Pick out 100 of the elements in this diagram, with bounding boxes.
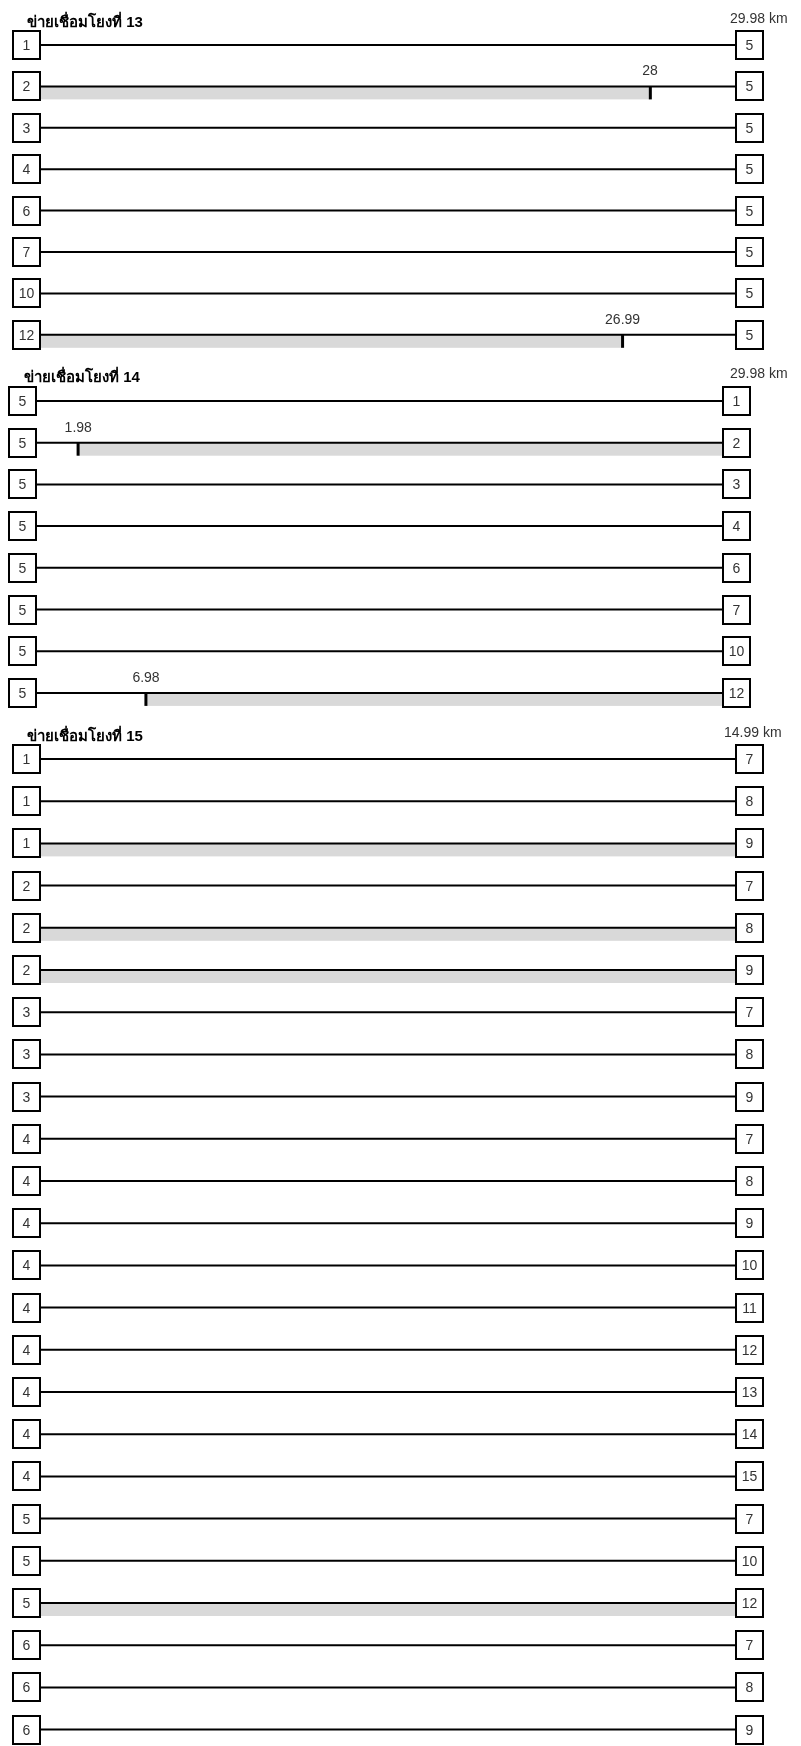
distance-label: 29.98 km <box>730 365 788 381</box>
connector-line <box>40 1559 736 1562</box>
connector-line <box>40 1728 736 1731</box>
number-box: 3 <box>12 997 41 1028</box>
number-box: 8 <box>735 1166 764 1196</box>
connector-line <box>36 608 723 611</box>
number-box: 4 <box>722 511 751 542</box>
connector-line <box>40 1264 736 1267</box>
connector-line <box>40 800 736 803</box>
edge-label: 6.98 <box>132 668 160 685</box>
connector-line <box>36 650 723 653</box>
number-box: 6 <box>722 552 751 583</box>
connector-line <box>36 691 723 694</box>
number-box: 9 <box>735 828 764 859</box>
number-box: 7 <box>722 594 751 625</box>
connector-line <box>40 292 736 295</box>
distance-label: 14.99 km <box>724 724 782 740</box>
connector-line <box>40 1433 736 1436</box>
number-box: 7 <box>12 237 41 267</box>
connector-line <box>36 400 723 402</box>
number-box: 7 <box>735 744 764 774</box>
connector-line <box>36 483 723 486</box>
connector-line <box>40 1475 736 1478</box>
connector-line <box>40 1517 736 1520</box>
number-box: 10 <box>735 1545 764 1576</box>
number-box: 6 <box>12 1630 41 1661</box>
edge-label: 1.98 <box>64 418 92 435</box>
connector-line <box>40 1391 736 1393</box>
number-box: 3 <box>722 469 751 500</box>
number-box: 5 <box>8 552 37 583</box>
number-box: 6 <box>12 195 41 226</box>
number-box: 4 <box>12 1377 41 1407</box>
number-box: 8 <box>735 912 764 943</box>
section-title: ข่ายเชื่อมโยงที่ 13 <box>27 10 143 32</box>
connector-line <box>40 1306 736 1309</box>
connector-line <box>40 926 736 929</box>
number-box: 3 <box>12 1039 41 1070</box>
number-box: 1 <box>722 386 751 416</box>
number-box: 8 <box>735 786 764 817</box>
number-box: 5 <box>8 469 37 500</box>
number-box: 5 <box>735 237 764 267</box>
number-box: 9 <box>735 955 764 985</box>
number-box: 12 <box>735 1588 764 1618</box>
section-title: ข่ายเชื่อมโยงที่ 15 <box>27 724 143 746</box>
connector-line <box>40 884 736 887</box>
number-box: 2 <box>12 870 41 901</box>
number-box: 4 <box>12 1123 41 1154</box>
number-box: 5 <box>735 71 764 102</box>
number-box: 5 <box>12 1588 41 1618</box>
connector-line <box>40 1137 736 1140</box>
section-title: ข่ายเชื่อมโยงที่ 14 <box>24 365 140 387</box>
number-box: 13 <box>735 1377 764 1407</box>
number-box: 5 <box>8 594 37 625</box>
number-box: 2 <box>12 955 41 985</box>
number-box: 12 <box>735 1334 764 1365</box>
number-box: 5 <box>735 154 764 185</box>
connector-line <box>40 1602 736 1604</box>
number-box: 1 <box>12 744 41 774</box>
connector-line <box>40 842 736 845</box>
number-box: 3 <box>12 1081 41 1112</box>
connector-line <box>40 168 736 171</box>
number-box: 5 <box>735 319 764 350</box>
connector-line <box>40 1053 736 1056</box>
number-box: 2 <box>12 71 41 102</box>
number-box: 12 <box>12 319 41 350</box>
connector-line <box>40 1644 736 1647</box>
number-box: 8 <box>735 1039 764 1070</box>
connector-line <box>40 1180 736 1182</box>
connector-line <box>40 85 736 88</box>
connector-line <box>36 441 723 444</box>
number-box: 1 <box>12 828 41 859</box>
number-box: 2 <box>722 427 751 458</box>
number-box: 5 <box>12 1503 41 1534</box>
connector-line <box>40 1222 736 1225</box>
connector-line <box>40 1348 736 1351</box>
edge-label: 26.99 <box>605 310 641 327</box>
connector-line <box>36 525 723 528</box>
number-box: 3 <box>12 112 41 143</box>
number-box: 5 <box>735 278 764 309</box>
number-box: 7 <box>735 1630 764 1661</box>
number-box: 1 <box>12 30 41 60</box>
number-box: 4 <box>12 1461 41 1492</box>
number-box: 10 <box>12 278 41 309</box>
number-box: 5 <box>735 112 764 143</box>
number-box: 5 <box>12 1545 41 1576</box>
number-box: 9 <box>735 1081 764 1112</box>
number-box: 5 <box>735 30 764 60</box>
number-box: 2 <box>12 912 41 943</box>
number-box: 11 <box>735 1292 764 1323</box>
connector-line <box>40 126 736 129</box>
number-box: 4 <box>12 1419 41 1450</box>
number-box: 4 <box>12 1334 41 1365</box>
number-box: 5 <box>8 427 37 458</box>
number-box: 4 <box>12 154 41 185</box>
number-box: 1 <box>12 786 41 817</box>
edge-label: 28 <box>642 62 658 79</box>
number-box: 10 <box>722 636 751 667</box>
number-box: 7 <box>735 1503 764 1534</box>
number-box: 6 <box>12 1672 41 1703</box>
number-box: 15 <box>735 1461 764 1492</box>
